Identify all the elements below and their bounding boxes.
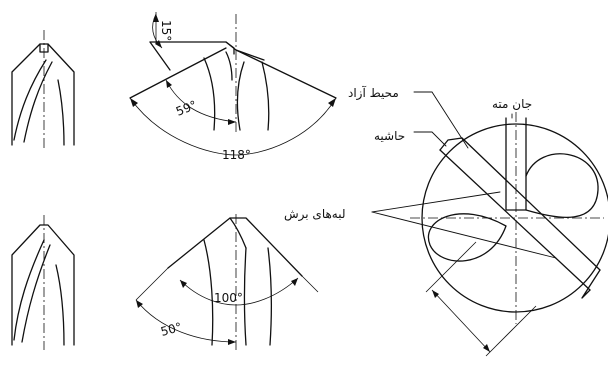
angle-59-label: 59° <box>174 98 199 119</box>
cutting-edges-label: لبه‌های برش <box>284 207 346 222</box>
drill-point-top <box>129 14 337 135</box>
drill-cross-section <box>410 112 608 357</box>
drill-point-bottom <box>167 214 303 350</box>
web-label: جان مته <box>492 97 532 111</box>
label-cutting-edges: لبه‌های برش <box>284 191 557 259</box>
angle-100-label: 100° <box>214 291 243 305</box>
angle-dimensions-top: 59° 118° 15° <box>129 12 337 162</box>
angle-15-label: 15° <box>159 20 173 41</box>
label-margin: حاشیه <box>374 129 447 147</box>
label-web: جان مته <box>492 97 532 119</box>
drill-sketch-top-left <box>11 30 75 150</box>
drill-sketch-bottom-left <box>11 215 75 350</box>
angle-dimensions-bottom: 100° 50° <box>135 267 319 345</box>
label-free-periphery: محیط آزاد <box>348 85 469 149</box>
angle-118-label: 118° <box>222 148 251 162</box>
margin-label: حاشیه <box>374 129 405 143</box>
angle-50-label: 50° <box>159 320 183 339</box>
free-periphery-label: محیط آزاد <box>348 85 399 101</box>
